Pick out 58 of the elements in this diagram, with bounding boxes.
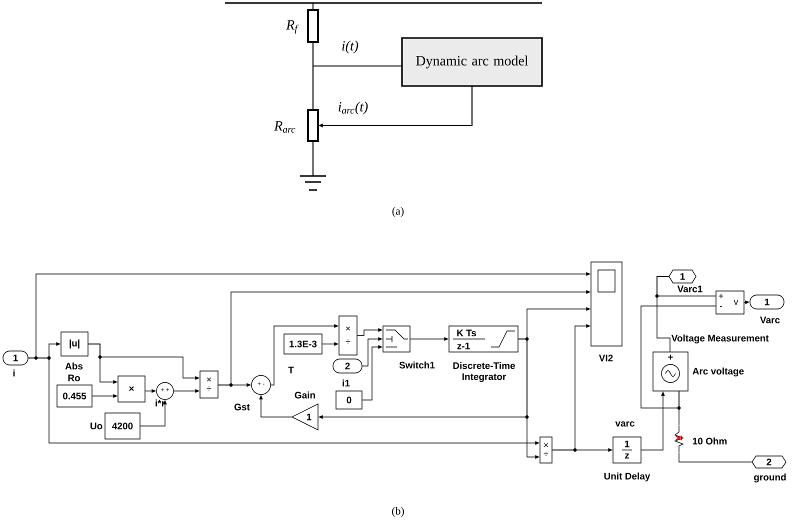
- integrator-block: K Ts z-1: [448, 326, 518, 352]
- wire: [313, 65, 402, 67]
- resistor-label: R$_{f}$: [286, 20, 299, 34]
- block-label: ground: [754, 474, 786, 482]
- block-label: Arc voltage: [692, 368, 744, 376]
- wire: [312, 42, 314, 110]
- port-block: 2: [332, 358, 362, 374]
- function-block: 4200: [104, 412, 140, 440]
- resistor-symbol: [307, 9, 319, 43]
- block-label: VI2: [598, 354, 613, 362]
- block-label: T: [288, 366, 294, 374]
- resistor-symbol: [674, 426, 684, 452]
- delay-block: 1 z: [612, 436, 642, 464]
- function-block: |u|: [60, 332, 88, 356]
- panel-label: (b): [392, 507, 404, 517]
- block-label: Unit Delay: [604, 472, 650, 482]
- block-label: i1: [342, 380, 350, 386]
- wire: [678, 391, 680, 426]
- switch-block: [382, 326, 410, 352]
- edge-label: i$_{arc}$(t): [336, 100, 370, 116]
- function-block: × ÷: [200, 370, 218, 398]
- block-label: i*r: [156, 400, 165, 406]
- wire: [678, 452, 752, 462]
- port-block: 1: [2, 350, 28, 366]
- wire: [640, 306, 716, 408]
- block-label: Switch1: [399, 362, 435, 368]
- edge-label: i(t): [340, 40, 360, 54]
- scope-block: [590, 262, 622, 346]
- function-block: 0: [336, 390, 362, 410]
- block-label: Uo: [90, 422, 102, 430]
- block-label: Discrete-Time Integrator: [453, 362, 515, 382]
- port-block: 1: [750, 294, 784, 310]
- model-box: Dynamic arc model: [401, 37, 543, 87]
- tag-block: 1: [668, 270, 696, 284]
- block-label: 10 Ohm: [692, 438, 727, 444]
- panel-label: (a): [392, 207, 404, 217]
- ground-symbol: [299, 175, 327, 191]
- tag-block: 2: [752, 456, 786, 468]
- function-block: + - v: [716, 290, 744, 314]
- block-label: Abs: [65, 362, 83, 370]
- signal-label: varc: [615, 421, 634, 427]
- block-label: Varc1: [677, 286, 702, 292]
- function-block: ×: [118, 376, 146, 402]
- function-block: × ÷: [540, 436, 552, 464]
- function-block: 0.455: [56, 384, 92, 408]
- block-label: Varc: [760, 316, 780, 324]
- signal-label: Gst: [234, 404, 250, 410]
- resistor-symbol: [307, 109, 319, 142]
- block-label: i: [13, 370, 15, 376]
- block-label: Voltage Measurement: [671, 334, 769, 344]
- wire: [656, 276, 670, 352]
- resistor-label: R$_{arc}$: [274, 121, 296, 133]
- voltage-source: +: [652, 352, 688, 392]
- block-label: Gain: [294, 392, 315, 398]
- block-label: Ro: [68, 374, 80, 382]
- function-block: × ÷: [338, 316, 358, 356]
- wire: [312, 141, 314, 176]
- function-block: 1.3E-3: [284, 334, 322, 354]
